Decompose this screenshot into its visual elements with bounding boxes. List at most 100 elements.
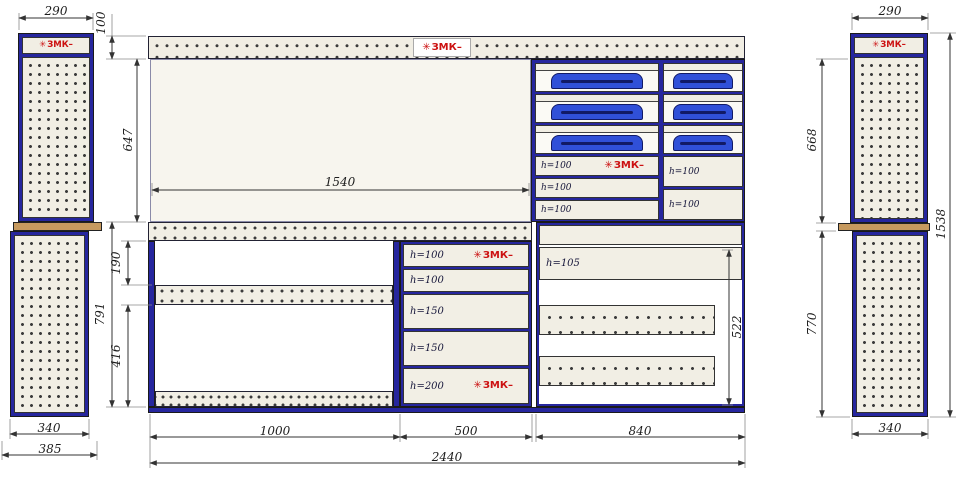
- dim-label-right-bay-inner-height: 522: [730, 315, 744, 339]
- tool-case: [673, 104, 733, 120]
- left-cabinet-shelf: [13, 222, 102, 231]
- brand-text: ЗМК: [431, 41, 457, 53]
- brand-text: ЗМК: [482, 249, 509, 261]
- bench-left-leg: [148, 241, 155, 407]
- brand-star-icon: ✳: [473, 249, 482, 261]
- tool-case-drawer: [663, 63, 743, 92]
- brand-logo: ✳ЗМК–: [473, 249, 514, 261]
- dim-label-lower-section-height: 791: [93, 302, 107, 326]
- drawer-height-label: h=100: [541, 183, 572, 193]
- tool-case: [673, 73, 733, 89]
- left-cabinet-lower: [10, 231, 89, 417]
- brand-text: ЗМК: [613, 160, 640, 171]
- dim-label-left-cabinet-top-width: 290: [44, 4, 68, 18]
- tool-case: [550, 73, 644, 89]
- right-cabinet-lower-door: [856, 235, 924, 413]
- bench-worktop-strip: [148, 222, 532, 241]
- top-right-left-column: h=100 ✳ЗМК– h=100 h=100: [535, 63, 659, 220]
- dim-label-back-panel-width: 1540: [324, 175, 356, 189]
- tool-case-drawer: [535, 125, 659, 154]
- drawer-height-label: h=100: [669, 199, 700, 210]
- drawer-face: h=150: [403, 294, 529, 329]
- dim-label-under-worktop-gap: 190: [109, 251, 123, 275]
- bench-inner-leg: [393, 241, 400, 407]
- brand-logo: ✳ЗМК–: [604, 161, 644, 171]
- drawer-face: h=100: [535, 200, 659, 220]
- dim-label-leg-clearance: 416: [109, 344, 123, 368]
- right-cabinet-upper-door: [854, 57, 924, 219]
- perforated-panel: [539, 356, 715, 386]
- drawer-face: h=100: [663, 156, 743, 187]
- drawer-face: h=100: [663, 189, 743, 220]
- brand-star-icon: ✳: [473, 380, 482, 391]
- brand-dash: –: [639, 160, 645, 171]
- dim-label-left-cabinet-body-width: 340: [37, 421, 61, 435]
- right-drawer-unit: h=105: [536, 222, 745, 407]
- dim-label-right-cabinet-upper-height: 668: [805, 128, 819, 152]
- drawer-height-label: h=105: [546, 258, 580, 269]
- brand-logo: ✳ЗМК–: [39, 41, 73, 50]
- dim-label-right-cabinet-total-height: 1538: [934, 208, 948, 240]
- drawer-face: h=105: [539, 247, 742, 280]
- dim-label-left-bay-width: 1000: [259, 424, 291, 438]
- tool-case-drawer: [535, 63, 659, 92]
- right-drawer-unit-interior: h=105: [539, 225, 742, 404]
- right-cabinet-upper: ✳ЗМК–: [850, 33, 928, 223]
- dim-label-right-cabinet-lower-height: 770: [805, 312, 819, 336]
- bench-top-strip: ✳ЗМК–: [148, 36, 745, 59]
- left-cabinet-lower-door: [14, 235, 85, 413]
- brand-dash: –: [901, 40, 906, 51]
- middle-drawer-unit: h=100 ✳ЗМК– h=100 h=150 h=150 h=200 ✳ЗМК…: [400, 241, 532, 407]
- tool-case-drawer: [535, 94, 659, 123]
- tool-case: [550, 135, 644, 151]
- tool-case: [550, 104, 644, 120]
- perforated-panel: [539, 305, 715, 335]
- brand-text: ЗМК: [47, 40, 69, 51]
- drawer-face: h=100: [403, 269, 529, 292]
- brand-logo: ✳ЗМК–: [872, 41, 906, 50]
- tool-case-drawer: [663, 125, 743, 154]
- drawer-height-label: h=100: [541, 205, 572, 215]
- bench-base-rail: [148, 407, 745, 413]
- brand-star-icon: ✳: [604, 160, 613, 171]
- dim-label-right-bay-width: 840: [628, 424, 652, 438]
- drawer-face: h=150: [403, 331, 529, 366]
- drawer-height-label: h=150: [410, 306, 444, 317]
- brand-star-icon: ✳: [39, 40, 47, 51]
- drawer-height-label: h=150: [410, 343, 444, 354]
- right-cabinet-header: ✳ЗМК–: [854, 37, 924, 54]
- drawer-face: [539, 225, 742, 245]
- right-cabinet-shelf: [838, 223, 930, 231]
- brand-text: ЗМК: [880, 40, 902, 51]
- dim-label-middle-bay-width: 500: [454, 424, 478, 438]
- drawer-face: h=200 ✳ЗМК–: [403, 368, 529, 404]
- drawer-height-label: h=100: [410, 275, 444, 286]
- top-right-right-column: h=100 h=100: [663, 63, 743, 220]
- left-cabinet-header: ✳ЗМК–: [22, 37, 90, 54]
- brand-logo: ✳ЗМК–: [413, 38, 471, 57]
- drawer-face: h=100: [535, 178, 659, 198]
- left-bay-mid-panel: [155, 285, 393, 305]
- left-cabinet-upper-door: [22, 57, 90, 218]
- drawer-face: h=100 ✳ЗМК–: [535, 156, 659, 176]
- brand-dash: –: [508, 249, 514, 261]
- left-cabinet-upper: ✳ЗМК–: [18, 33, 94, 222]
- brand-star-icon: ✳: [872, 40, 880, 51]
- dim-label-upper-section-height: 647: [121, 128, 135, 152]
- brand-logo: ✳ЗМК–: [473, 381, 513, 391]
- drawer-height-label: h=100: [410, 250, 444, 261]
- brand-dash: –: [68, 40, 73, 51]
- drawer-height-label: h=100: [669, 166, 700, 177]
- dim-label-top-strip-height: 100: [94, 11, 108, 35]
- tool-case: [673, 135, 733, 151]
- left-bay-bottom-panel: [155, 391, 393, 407]
- drawer-height-label: h=200: [410, 380, 444, 392]
- drawer-height-label: h=100: [541, 161, 572, 171]
- tool-case-drawer: [663, 94, 743, 123]
- brand-dash: –: [508, 380, 514, 391]
- open-gap: [539, 282, 742, 305]
- dim-label-total-width: 2440: [431, 450, 463, 464]
- brand-star-icon: ✳: [422, 41, 431, 53]
- right-cabinet-lower: [852, 231, 928, 417]
